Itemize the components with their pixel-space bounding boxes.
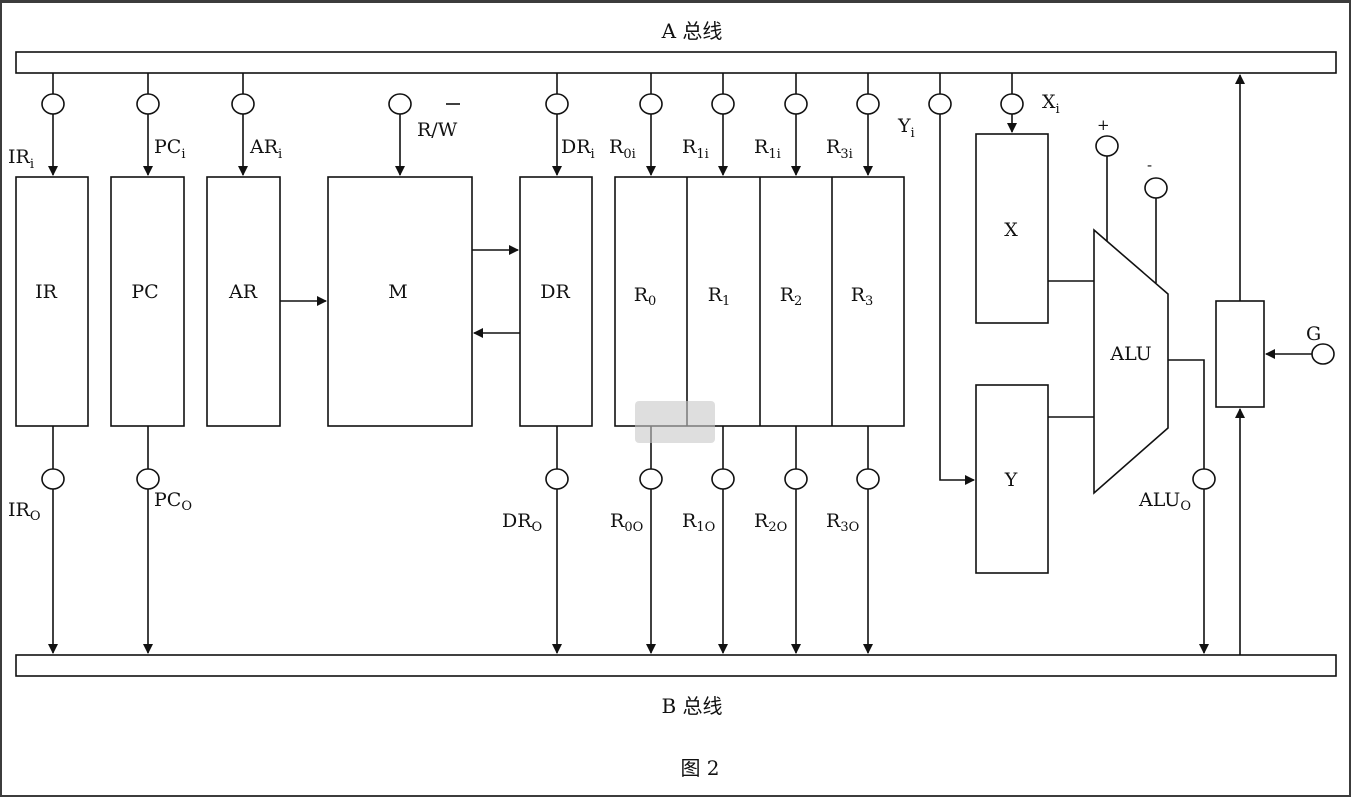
ir-out-label: IRO bbox=[8, 499, 40, 524]
bus-b-label: B 总线 bbox=[661, 694, 722, 718]
r1-out-label: R1O bbox=[682, 510, 715, 535]
switch-circle bbox=[711, 93, 735, 115]
bus-b bbox=[15, 654, 1337, 677]
dr-label: DR bbox=[540, 281, 570, 303]
pc-out-label: PCO bbox=[154, 489, 192, 514]
watermark-chip bbox=[635, 401, 715, 443]
minus-label: - bbox=[1147, 156, 1152, 174]
plus-label: + bbox=[1097, 116, 1110, 134]
r3-out-label: R3O bbox=[826, 510, 859, 535]
switch-circle bbox=[388, 93, 412, 115]
switch-circle bbox=[856, 93, 880, 115]
dr-in-label: DRi bbox=[561, 136, 595, 162]
x-in-label: Xi bbox=[1042, 91, 1060, 117]
ar-in-label: ARi bbox=[249, 136, 282, 162]
r3-in-label: R3i bbox=[826, 136, 853, 162]
r0-in-label: R0i bbox=[609, 136, 636, 162]
rw-label: R/W bbox=[417, 119, 458, 141]
r3-label: R3 bbox=[851, 284, 874, 309]
switch-circle bbox=[639, 468, 663, 490]
switch-circle bbox=[928, 93, 952, 115]
figure-caption: 图 2 bbox=[680, 756, 719, 780]
switch-circle bbox=[136, 468, 160, 490]
switch-circle bbox=[1095, 135, 1119, 157]
switch-circle bbox=[231, 93, 255, 115]
frame-border-bottom bbox=[0, 795, 1351, 797]
switch-circle bbox=[1311, 343, 1335, 365]
switch-circle bbox=[784, 468, 808, 490]
switch-circle bbox=[784, 93, 808, 115]
r2-out-label: R2O bbox=[754, 510, 787, 535]
ir-in-label: IRi bbox=[8, 146, 34, 172]
y-in-label: Yi bbox=[897, 115, 915, 141]
frame-border-top bbox=[0, 0, 1351, 3]
r1-label: R1 bbox=[708, 284, 731, 309]
g-label: G bbox=[1306, 323, 1321, 345]
switch-circle bbox=[41, 93, 65, 115]
r0-out-label: R0O bbox=[610, 510, 643, 535]
bus-a-label: A 总线 bbox=[661, 19, 723, 43]
m-label: M bbox=[388, 281, 407, 303]
bus-a bbox=[15, 51, 1337, 74]
memory-m bbox=[327, 176, 473, 427]
alu-unit bbox=[1093, 228, 1169, 495]
dr-register bbox=[519, 176, 593, 427]
frame-border-left bbox=[0, 0, 2, 797]
switch-circle bbox=[1192, 468, 1216, 490]
ar-label: AR bbox=[228, 281, 258, 303]
switch-circle bbox=[41, 468, 65, 490]
switch-circle bbox=[545, 468, 569, 490]
switch-circle bbox=[711, 468, 735, 490]
switch-circle bbox=[1144, 177, 1168, 199]
y-register bbox=[975, 384, 1049, 574]
switch-circle bbox=[856, 468, 880, 490]
pc-in-label: PCi bbox=[154, 136, 186, 162]
alu-out-label: ALUO bbox=[1138, 489, 1191, 514]
pc-label: PC bbox=[131, 281, 158, 303]
x-register bbox=[975, 133, 1049, 324]
r2-in-label: R1i bbox=[754, 136, 781, 162]
g-gate bbox=[1215, 300, 1265, 408]
r0-label: R0 bbox=[634, 284, 657, 309]
dr-out-label: DRO bbox=[502, 510, 542, 535]
ir-label: IR bbox=[35, 281, 58, 303]
switch-circle bbox=[545, 93, 569, 115]
alu-label: ALU bbox=[1109, 343, 1151, 365]
y-label: Y bbox=[1004, 469, 1018, 491]
switch-circle bbox=[1000, 93, 1024, 115]
switch-circle bbox=[136, 93, 160, 115]
frame-border-right bbox=[1349, 0, 1351, 797]
x-label: X bbox=[1004, 219, 1018, 241]
switch-circle bbox=[639, 93, 663, 115]
ir-register bbox=[15, 176, 89, 427]
r1-in-label: R1i bbox=[682, 136, 709, 162]
r2-label: R2 bbox=[780, 284, 803, 309]
